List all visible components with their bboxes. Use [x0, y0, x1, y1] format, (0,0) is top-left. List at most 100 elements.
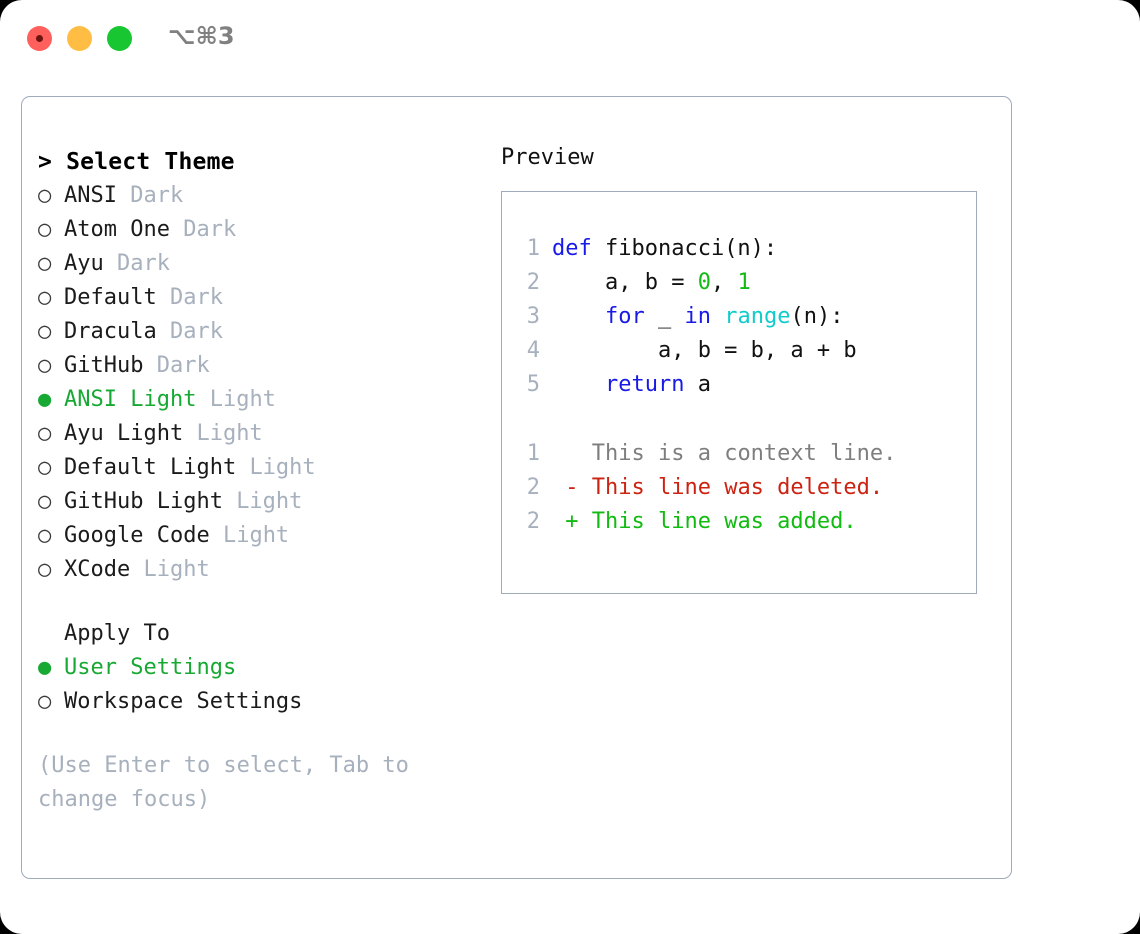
theme-option-8[interactable]: ○ Default Light Light: [38, 451, 488, 485]
diff-marker: [552, 441, 579, 466]
theme-option-6[interactable]: ●ANSI Light Light: [38, 383, 488, 417]
line-number: 2: [526, 270, 540, 295]
theme-variant-tag: Light: [222, 523, 290, 548]
theme-variant-tag: Light: [249, 455, 316, 480]
code-token: fibonacci(n):: [604, 236, 778, 261]
theme-variant-tag: Dark: [169, 319, 223, 344]
apply-to-option-label: User Settings: [64, 655, 237, 680]
code-token: 1: [737, 270, 751, 295]
radio-unselected-icon: ○: [38, 251, 52, 276]
window-titlebar: ⌥⌘3: [0, 0, 1140, 78]
theme-option-label: GitHub: [64, 353, 157, 378]
radio-unselected-icon: ○: [38, 455, 52, 480]
theme-option-5[interactable]: ○GitHub Dark: [38, 349, 488, 383]
code-line-1: 1 def fibonacci(n):: [514, 232, 968, 266]
theme-selector-column: > Select Theme ○ANSI Dark○Atom One Dark○…: [38, 145, 488, 817]
apply-to-heading: Apply To: [64, 621, 170, 646]
line-number: 3: [526, 304, 540, 329]
theme-option-label: GitHub Light: [64, 489, 237, 514]
line-number: 1: [526, 236, 540, 261]
preview-heading: Preview: [501, 145, 594, 170]
diff-line-1: 1 This is a context line.: [514, 437, 968, 471]
code-token: a, b =: [552, 270, 698, 295]
theme-variant-tag: Dark: [116, 251, 170, 276]
maximize-window-button[interactable]: [107, 26, 132, 51]
code-token: range: [724, 304, 791, 329]
theme-option-label: XCode: [64, 557, 144, 582]
theme-variant-tag: Dark: [130, 183, 184, 208]
radio-selected-icon: ●: [38, 387, 52, 412]
theme-list: ○ANSI Dark○Atom One Dark○Ayu Dark○Defaul…: [38, 179, 488, 587]
theme-option-label: Ayu: [64, 251, 117, 276]
code-token: in: [684, 304, 711, 329]
keyboard-hint-text: (Use Enter to select, Tab to change focu…: [38, 753, 423, 812]
radio-unselected-icon: ○: [38, 183, 52, 208]
code-token: for: [604, 304, 645, 329]
theme-variant-tag: Dark: [169, 285, 223, 310]
theme-option-9[interactable]: ○GitHub Light Light: [38, 485, 488, 519]
radio-unselected-icon: ○: [38, 523, 52, 548]
radio-unselected-icon: ○: [38, 285, 52, 310]
diff-marker: -: [552, 475, 579, 500]
apply-to-options: ● User Settings ○Workspace Settings: [38, 651, 488, 719]
code-token: (n):: [790, 304, 844, 329]
code-token: return: [604, 372, 685, 397]
theme-variant-tag: Light: [143, 557, 210, 582]
theme-variant-tag: Light: [209, 387, 276, 412]
diff-marker: +: [552, 509, 579, 534]
code-line-5: 5 return a: [514, 368, 968, 402]
code-line-2: 2 a, b = 0, 1: [514, 266, 968, 300]
radio-unselected-icon: ○: [38, 689, 52, 714]
theme-option-label: Ayu Light: [64, 421, 197, 446]
theme-option-11[interactable]: ○ XCode Light: [38, 553, 488, 587]
theme-option-3[interactable]: ○ Default Dark: [38, 281, 488, 315]
theme-option-label: Default Light: [64, 455, 250, 480]
diff-text: This is a context line.: [578, 441, 897, 466]
theme-variant-tag: Dark: [183, 217, 237, 242]
diff-text: This line was deleted.: [578, 475, 884, 500]
radio-unselected-icon: ○: [38, 421, 52, 446]
line-number: 1: [526, 441, 540, 466]
radio-unselected-icon: ○: [38, 217, 52, 242]
close-window-button[interactable]: [27, 26, 52, 51]
code-token: [552, 304, 605, 329]
code-token: ,: [710, 270, 738, 295]
theme-option-2[interactable]: ○ Ayu Dark: [38, 247, 488, 281]
code-token: def: [552, 236, 605, 261]
app-panel: > Select Theme ○ANSI Dark○Atom One Dark○…: [21, 96, 1012, 879]
minimize-window-button[interactable]: [67, 26, 92, 51]
radio-unselected-icon: ○: [38, 557, 52, 582]
code-token: [711, 304, 724, 329]
apply-to-option-0[interactable]: ● User Settings: [38, 651, 488, 685]
theme-option-7[interactable]: ○Ayu Light Light: [38, 417, 488, 451]
theme-option-label: Atom One: [64, 217, 184, 242]
code-token: a, b = b, a + b: [552, 338, 857, 363]
diff-line-3: 2 + This line was added.: [514, 505, 968, 539]
radio-unselected-icon: ○: [38, 353, 52, 378]
apply-to-option-1[interactable]: ○Workspace Settings: [38, 685, 488, 719]
theme-option-label: Default: [64, 285, 170, 310]
code-token: [552, 372, 605, 397]
preview-column: Preview 1 def fibonacci(n): 2 a, b = 0, 1 3…: [501, 145, 991, 594]
radio-selected-icon: ●: [38, 655, 52, 680]
diff-line-2: 2 - This line was deleted.: [514, 471, 968, 505]
line-number: 5: [526, 372, 540, 397]
theme-option-4[interactable]: ○Dracula Dark: [38, 315, 488, 349]
theme-option-1[interactable]: ○ Atom One Dark: [38, 213, 488, 247]
select-theme-heading: > Select Theme: [38, 149, 235, 175]
diff-text: This line was added.: [578, 509, 857, 534]
line-number: 4: [526, 338, 540, 363]
code-token: 0: [697, 270, 711, 295]
code-token: a: [684, 372, 711, 397]
theme-option-label: Dracula: [64, 319, 170, 344]
diff-sample: 1 This is a context line.2 - This line w…: [514, 437, 968, 539]
theme-option-label: Google Code: [64, 523, 223, 548]
code-line-4: 4 a, b = b, a + b: [514, 334, 968, 368]
theme-option-0[interactable]: ○ANSI Dark: [38, 179, 488, 213]
keyboard-shortcut-label: ⌥⌘3: [168, 22, 235, 50]
line-number: 2: [526, 509, 540, 534]
theme-option-10[interactable]: ○ Google Code Light: [38, 519, 488, 553]
